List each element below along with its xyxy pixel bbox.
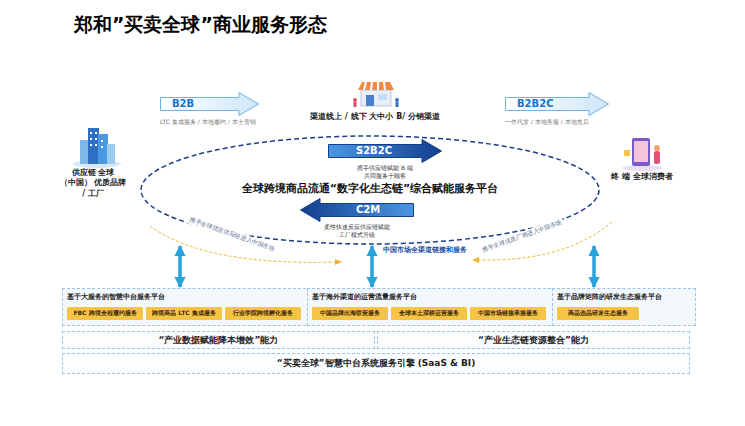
page-title: 郑和”买卖全球”商业服务形态 xyxy=(74,12,327,38)
tag-text: 行业学院跨境孵化服务 xyxy=(233,309,293,318)
node-text: 渠道线上 / 线下 大中小 B/ 分销渠道 xyxy=(310,112,440,122)
service-panel: 基于大服务的智慧中台服务平台 FBC 跨境全程履约服务 跨境商品 LTC 集成服务 行… xyxy=(62,288,311,326)
service-tag: FBC 跨境全程履约服务 xyxy=(67,307,143,320)
arrow-note: LTC 集成服务 / 本地履约 / 本土营销 xyxy=(160,118,259,126)
arrow-body: S2B2C xyxy=(328,139,442,163)
arrow-note: 一件代发 / 本地客服 / 本地售后 xyxy=(505,118,609,126)
flow-label: 中国市场全渠道链接和服务 xyxy=(381,245,469,255)
building-icon xyxy=(73,128,121,168)
arrow-body: B2B2C xyxy=(505,92,609,116)
double-arrow xyxy=(370,246,374,287)
flow-head xyxy=(335,259,342,265)
panel-heading: 基于品牌矩阵的研发生态服务平台 xyxy=(553,289,695,302)
flow-head xyxy=(472,257,479,263)
arrow-label: C2M xyxy=(300,198,414,222)
double-arrow xyxy=(592,246,596,287)
arrow-body: C2M xyxy=(300,198,414,222)
panel-heading: 基于海外渠道的运营流量服务平台 xyxy=(308,289,555,302)
arrow-label: S2B2C xyxy=(328,139,442,163)
flow-arrow: B2B LTC 集成服务 / 本地履约 / 本土营销 xyxy=(160,92,259,126)
supplier-node: 供应链 全球（中国） 优质品牌 / 工厂 xyxy=(58,168,128,199)
tag-text: 商品选品研发生态服务 xyxy=(568,309,628,318)
platform-title: 全球跨境商品流通“数字化生态链”综合赋能服务平台 xyxy=(140,181,600,196)
bar-text: “产业数据赋能降本增效”能力 xyxy=(159,334,279,347)
double-arrow xyxy=(178,246,182,287)
arrow-body: B2B xyxy=(160,92,259,116)
node-text: 终 端 全球消费者 xyxy=(610,172,674,182)
tag-text: 全球本土深耕运营服务 xyxy=(399,309,459,318)
flow-arrow: B2B2C 一件代发 / 本地客服 / 本地售后 xyxy=(505,92,609,126)
arrow-note: 柔性快速反应供应链赋能 工厂模式升级 xyxy=(317,223,397,239)
service-tag: 行业学院跨境孵化服务 xyxy=(225,307,301,320)
service-panel: 基于品牌矩阵的研发生态服务平台商品选品研发生态服务 xyxy=(552,288,696,326)
bar-text: “买卖全球”智慧中台系统服务引擎 (SaaS & BI) xyxy=(277,357,476,370)
shop-icon xyxy=(353,82,399,107)
service-tag: 商品选品研发生态服务 xyxy=(557,307,639,320)
tag-text: 中国品牌出海联营服务 xyxy=(320,309,380,318)
channel-node: 渠道线上 / 线下 大中小 B/ 分销渠道 xyxy=(310,112,440,122)
capability-bar: “产业生态链资源整合”能力 xyxy=(377,331,690,349)
arrow-note: 携手供应链赋能 B 端 共同服务于顾客 xyxy=(345,164,425,180)
tag-text: 跨境商品 LTC 集成服务 xyxy=(152,309,216,318)
flow-arrow: S2B2C携手供应链赋能 B 端 共同服务于顾客 xyxy=(328,139,442,180)
consumer-icon xyxy=(622,138,662,171)
arrow-label: B2B2C xyxy=(505,92,609,116)
service-panel: 基于海外渠道的运营流量服务平台中国品牌出海联营服务 全球本土深耕运营服务 中国市场链… xyxy=(307,288,556,326)
service-tag: 全球本土深耕运营服务 xyxy=(391,307,467,320)
arrow-label: B2B xyxy=(160,92,259,116)
bar-text: “产业生态链资源整合”能力 xyxy=(478,334,589,347)
engine-bar: “买卖全球”智慧中台系统服务引擎 (SaaS & BI) xyxy=(62,353,690,374)
panel-heading: 基于大服务的智慧中台服务平台 xyxy=(63,289,310,302)
service-tag: 中国品牌出海联营服务 xyxy=(312,307,388,320)
service-tag: 中国市场链接承接服务 xyxy=(470,307,546,320)
consumer-node: 终 端 全球消费者 xyxy=(610,172,674,182)
node-text: 供应链 全球（中国） 优质品牌 / 工厂 xyxy=(58,168,128,199)
service-tag: 跨境商品 LTC 集成服务 xyxy=(146,307,222,320)
tag-text: FBC 跨境全程履约服务 xyxy=(73,309,136,318)
tag-text: 中国市场链接承接服务 xyxy=(478,309,538,318)
capability-bar: “产业数据赋能降本增效”能力 xyxy=(62,331,375,349)
flow-arrow: C2M柔性快速反应供应链赋能 工厂模式升级 xyxy=(300,198,414,239)
